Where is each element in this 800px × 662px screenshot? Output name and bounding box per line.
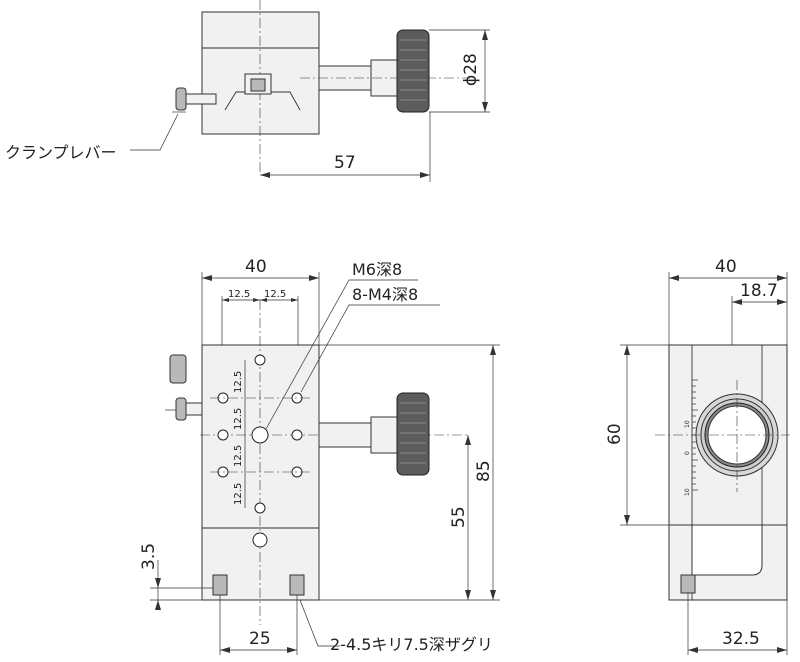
- dim-pitch-v4: 12.5: [233, 483, 244, 505]
- bolt-right-icon: [289, 574, 305, 596]
- dim-pitch-right: 12.5: [264, 289, 286, 300]
- dim-height-center: 55: [449, 506, 469, 528]
- side-bolt-icon: [680, 574, 696, 594]
- front-clamp-lever-icon: [169, 354, 187, 384]
- dim-pitch-v1: 12.5: [233, 371, 244, 393]
- dim-height-total: 85: [474, 460, 494, 482]
- label-m4: 8-M4深8: [352, 285, 418, 304]
- front-view: 40 12.5 12.5 1: [139, 257, 500, 655]
- dim-pitch-v3: 12.5: [233, 445, 244, 467]
- base-hole: [252, 532, 268, 548]
- dim-top-diameter: ϕ28: [461, 53, 481, 86]
- scale-label-0: 0: [684, 451, 691, 455]
- clamp-lever-icon: [175, 87, 187, 111]
- side-scale: [692, 379, 700, 491]
- dim-side-width: 40: [715, 257, 737, 277]
- dim-front-width: 40: [245, 257, 267, 277]
- dim-side-bottom: 32.5: [722, 629, 760, 649]
- dim-pitch-v2: 12.5: [233, 408, 244, 430]
- label-m6: M6深8: [352, 260, 402, 279]
- scale-label-10-bottom: 10: [684, 488, 691, 496]
- top-view: クランプレバー ϕ28 57: [5, 0, 490, 182]
- dim-side-offset: 18.7: [740, 281, 778, 301]
- dim-base-thickness: 3.5: [139, 543, 159, 570]
- dim-pitch-left: 12.5: [228, 289, 250, 300]
- dim-top-width: 57: [334, 153, 356, 173]
- bolt-left-icon: [212, 574, 228, 596]
- label-counterbore: 2-4.5キリ7.5深ザグリ: [330, 635, 493, 654]
- dim-bolt-spacing: 25: [249, 629, 271, 649]
- top-stage-body: [201, 11, 320, 135]
- side-l-bracket: [668, 524, 788, 601]
- front-knob-icon: [396, 392, 430, 476]
- scale-label-10-top: 10: [684, 420, 691, 428]
- side-view: 40 18.7 10 0 10: [605, 257, 790, 655]
- top-knob-icon: [396, 29, 430, 113]
- dim-side-height: 60: [605, 423, 625, 445]
- label-clamp-lever: クランプレバー: [5, 143, 117, 162]
- m6-hole: [251, 426, 269, 444]
